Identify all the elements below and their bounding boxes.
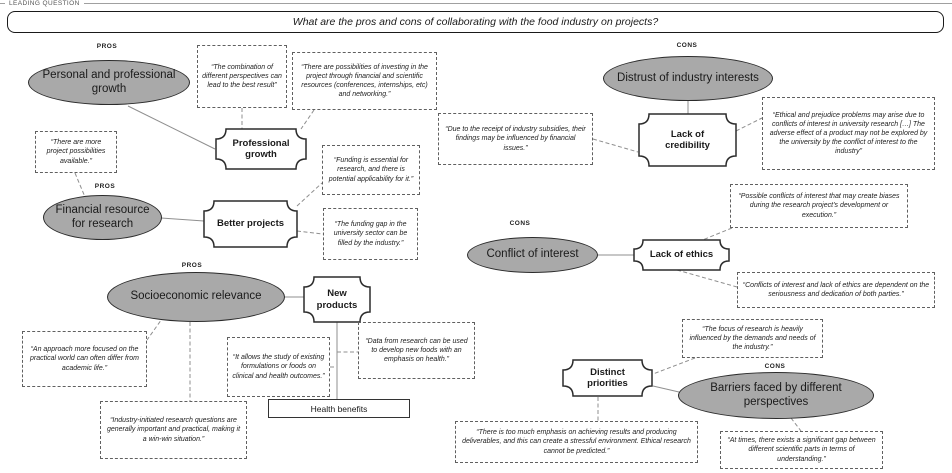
quote-approach: “An approach more focused on the practic… [22, 331, 147, 387]
concept-lack-of-ethics: Lack of ethics [633, 239, 730, 271]
quote-at-times: “At times, there exists a significant ga… [720, 431, 883, 469]
connector-line-dashed [146, 315, 165, 341]
quote-text: “It allows the study of existing formula… [232, 354, 325, 380]
concept-socioeconomic-relevance: Socioeconomic relevance [107, 272, 285, 322]
concept-conflict-of-interest: Conflict of interest [467, 237, 598, 273]
quote-text: “There is too much emphasis on achieving… [462, 429, 691, 455]
connector-line-dashed [790, 417, 802, 432]
connector-line-dashed [699, 227, 733, 242]
cons-label: CONS [764, 363, 786, 370]
connector-line-dashed [74, 172, 86, 198]
quote-text: “Conflicts of interest and lack of ethic… [742, 281, 930, 298]
quote-text: “Ethical and prejudice problems may aris… [769, 111, 928, 156]
concept-label: Financial resource for research [55, 203, 150, 230]
concept-professional-growth: Professional growth [215, 128, 307, 170]
plaque-shape [638, 113, 737, 167]
quote-text: “The focus of research is heavily influe… [689, 325, 816, 352]
quote-funding-essential: “Funding is essential for research, and … [322, 145, 420, 195]
concept-label: Personal and professional growth [42, 68, 176, 95]
quote-too-much-emphasis: “There is too much emphasis on achieving… [455, 421, 698, 463]
quote-possible-conflicts: “Possible conflicts of interest that may… [730, 184, 908, 228]
connector-line [652, 385, 680, 393]
concept-label: Lack of credibility [665, 128, 710, 151]
concept-distinct-priorities: Distinct priorities [562, 359, 653, 397]
connector-line-dashed [652, 357, 696, 375]
quote-text: “Possible conflicts of interest that may… [738, 193, 900, 219]
connector-line-dashed [300, 109, 315, 130]
concept-barriers-perspectives: Barriers faced by different perspectives [678, 372, 874, 419]
plaque-shape [215, 128, 307, 170]
top-rule [0, 3, 952, 4]
plaque-shape [633, 239, 730, 271]
quote-focus-research: “The focus of research is heavily influe… [682, 319, 823, 358]
concept-label: Better projects [216, 218, 285, 230]
concept-label: Health benefits [310, 403, 368, 414]
pros-label: PROS [96, 43, 118, 50]
cons-label: CONS [509, 220, 531, 227]
quote-industry-initiated: “Industry-initiated research questions a… [100, 401, 247, 459]
concept-label: Conflict of interest [486, 248, 579, 261]
connector-line-dashed [592, 138, 639, 153]
quote-text: “Funding is essential for research, and … [328, 157, 414, 183]
connector-line-dashed [296, 230, 324, 235]
quote-possibilities: “There are possibilities of investing in… [292, 52, 437, 110]
leading-question-box: What are the pros and cons of collaborat… [7, 11, 944, 33]
concept-label: Lack of ethics [649, 249, 714, 261]
quote-text: “There are more project possibilities av… [46, 139, 106, 165]
plaque-shape [562, 359, 653, 397]
quote-funding-gap: “The funding gap in the university secto… [323, 208, 418, 260]
connector-line-dashed [735, 117, 763, 132]
quote-text: “Due to the receipt of industry subsidie… [445, 126, 586, 152]
concept-label: Professional growth [232, 137, 290, 160]
concept-label: Distrust of industry interests [617, 71, 759, 84]
quote-text: “An approach more focused on the practic… [30, 346, 139, 372]
concept-label: New products [316, 288, 358, 311]
quote-data-research: “Data from research can be used to devel… [358, 322, 475, 379]
quote-text: “There are possibilities of investing in… [301, 63, 428, 99]
concept-financial-resource: Financial resource for research [43, 195, 162, 240]
concept-personal-professional-growth: Personal and professional growth [28, 60, 190, 105]
concept-label: Distinct priorities [587, 366, 628, 389]
concept-label: Barriers faced by different perspectives [710, 381, 842, 408]
concept-distrust-industry-interests: Distrust of industry interests [603, 56, 773, 101]
quote-text: “The combination of different perspectiv… [202, 63, 282, 90]
quote-combination: “The combination of different perspectiv… [197, 45, 287, 108]
pros-label: PROS [94, 183, 116, 190]
quote-subsidies: “Due to the receipt of industry subsidie… [438, 113, 593, 165]
quote-text: “Industry-initiated research questions a… [106, 417, 241, 443]
quote-ethical-prejudice: “Ethical and prejudice problems may aris… [762, 97, 935, 170]
quote-allows-study: “It allows the study of existing formula… [227, 337, 330, 397]
quote-text: “The funding gap in the university secto… [333, 221, 408, 247]
quote-text: “Data from research can be used to devel… [365, 337, 468, 364]
concept-new-products: New products [303, 276, 371, 323]
leading-question-text: What are the pros and cons of collaborat… [292, 16, 659, 28]
quote-more-projects: “There are more project possibilities av… [35, 131, 117, 173]
pros-label: PROS [181, 262, 203, 269]
concept-better-projects: Better projects [203, 200, 298, 248]
connector-line-dashed [676, 269, 738, 288]
plaque-shape [203, 200, 298, 248]
quote-text: “At times, there exists a significant ga… [727, 437, 876, 463]
concept-health-benefits: Health benefits [268, 399, 410, 418]
cons-label: CONS [676, 42, 698, 49]
leading-question-label: LEADING QUESTION [5, 0, 84, 7]
concept-lack-of-credibility: Lack of credibility [638, 113, 737, 167]
connector-line [127, 105, 216, 150]
quote-conflicts-dependent: “Conflicts of interest and lack of ethic… [737, 272, 935, 308]
connector-line [160, 217, 205, 222]
concept-label: Socioeconomic relevance [130, 290, 262, 303]
connector-line-dashed [296, 182, 323, 207]
